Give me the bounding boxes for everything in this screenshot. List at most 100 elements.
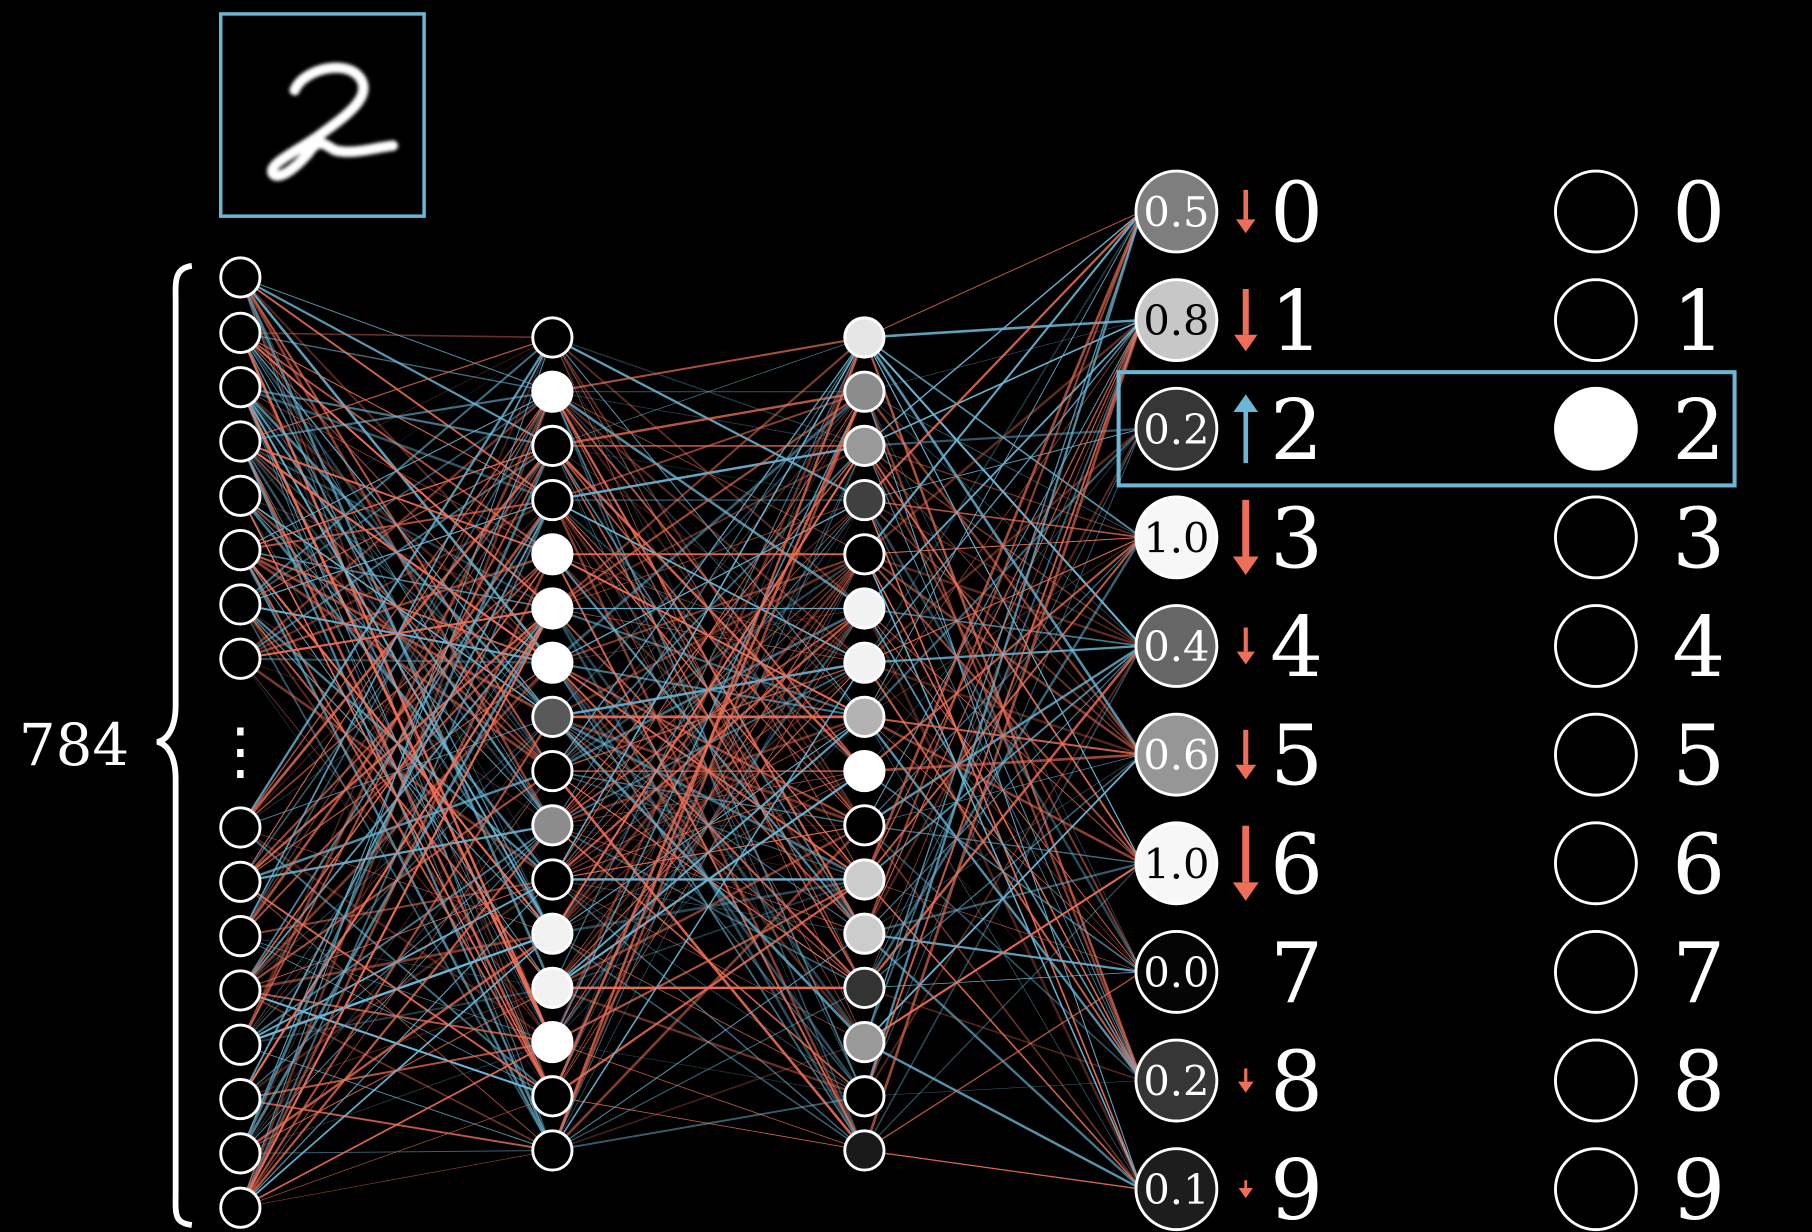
input-image-frame xyxy=(218,12,426,218)
connection xyxy=(552,1095,865,1152)
connection xyxy=(552,878,865,989)
connection xyxy=(864,211,1143,718)
connection xyxy=(863,319,1143,880)
target-digit-label: 2 xyxy=(1672,382,1725,479)
output-neuron-circle xyxy=(1134,1147,1219,1232)
hidden2-neuron xyxy=(843,966,886,1009)
output-activation-value: 0.4 xyxy=(1143,622,1209,671)
connection xyxy=(240,1041,553,1154)
target-neuron-1: 1 xyxy=(1554,273,1725,370)
input-neuron xyxy=(219,915,262,958)
connection xyxy=(864,319,1143,718)
hidden1-neuron xyxy=(531,641,574,684)
hidden2-neuron xyxy=(843,695,886,738)
target-digit-label: 3 xyxy=(1672,490,1725,587)
connection xyxy=(552,716,865,1043)
connection xyxy=(552,390,865,448)
hidden1-neuron xyxy=(531,587,574,630)
input-neuron xyxy=(219,256,262,299)
nudge-down-arrow-icon xyxy=(1232,825,1259,901)
output-digit-label: 8 xyxy=(1270,1034,1323,1131)
output-digit-label: 2 xyxy=(1270,382,1323,479)
connection xyxy=(240,337,553,551)
connection xyxy=(239,553,554,1209)
connection xyxy=(551,391,866,1043)
output-neuron-circle xyxy=(1134,278,1219,363)
connection xyxy=(551,770,866,989)
connection xyxy=(239,657,554,881)
input-neuron xyxy=(219,1023,262,1066)
output-neuron-circle xyxy=(1134,169,1219,254)
input-image xyxy=(218,12,426,218)
connection xyxy=(239,445,554,1046)
output-digit-label: 0 xyxy=(1270,165,1323,262)
connection xyxy=(552,933,865,1151)
input-size-label: 784 xyxy=(19,711,129,779)
hidden1-neuron xyxy=(531,858,574,901)
connection xyxy=(551,824,866,1152)
output-activation-value: 1.0 xyxy=(1143,839,1209,888)
connection xyxy=(863,428,1143,1097)
hidden2-neuron xyxy=(843,912,886,955)
connection xyxy=(551,662,866,1151)
connection xyxy=(864,645,1143,935)
connection xyxy=(239,933,553,1209)
connection xyxy=(240,390,553,443)
connection xyxy=(863,336,1143,539)
connection xyxy=(863,211,1143,447)
connection xyxy=(863,645,1143,1097)
connection xyxy=(240,336,553,443)
target-neuron-circle xyxy=(1554,604,1638,688)
input-neuron xyxy=(219,366,262,409)
connection xyxy=(239,824,554,1209)
target-neuron-5: 5 xyxy=(1554,708,1725,805)
target-neuron-circle xyxy=(1554,712,1638,797)
output-digit-label: 5 xyxy=(1270,708,1323,805)
hidden2-neuron xyxy=(843,479,886,522)
output-neuron-circle xyxy=(1134,1038,1219,1123)
target-neuron-circle xyxy=(1554,1038,1638,1123)
connection xyxy=(863,211,1143,880)
connection xyxy=(863,319,1144,1151)
connection xyxy=(551,337,865,772)
hidden1-neuron xyxy=(531,1075,574,1118)
connection xyxy=(863,754,1143,1043)
target-neuron-8: 8 xyxy=(1554,1034,1725,1131)
connection xyxy=(552,336,865,393)
output-neuron-circle xyxy=(1134,495,1219,580)
connection xyxy=(864,1149,1142,1190)
hidden1-neuron xyxy=(531,370,574,413)
target-digit-label: 8 xyxy=(1672,1034,1725,1131)
output-digit-label: 6 xyxy=(1270,816,1323,913)
input-neuron xyxy=(219,420,262,463)
connection xyxy=(864,971,1142,989)
input-neuron xyxy=(219,969,262,1012)
input-neuron xyxy=(219,860,262,903)
hidden1-neuron xyxy=(531,804,574,847)
connection xyxy=(863,211,1143,1043)
connection xyxy=(551,336,866,610)
output-activation-value: 0.0 xyxy=(1143,948,1209,997)
connection xyxy=(551,445,865,1151)
hidden2-neuron xyxy=(843,641,886,684)
hidden1-neuron xyxy=(531,966,574,1009)
output-neuron-circle xyxy=(1134,930,1219,1014)
connection xyxy=(239,337,554,1046)
target-neuron-2: 2 xyxy=(1554,382,1725,479)
handwritten-digit-2 xyxy=(267,62,399,181)
connection xyxy=(552,337,865,1097)
connection xyxy=(863,645,1143,1151)
connection xyxy=(551,390,866,664)
target-neuron-3: 3 xyxy=(1554,490,1725,587)
input-neuron xyxy=(219,1077,262,1121)
connection xyxy=(239,499,553,660)
connection xyxy=(240,1150,553,1209)
hidden1-neuron xyxy=(531,695,574,738)
